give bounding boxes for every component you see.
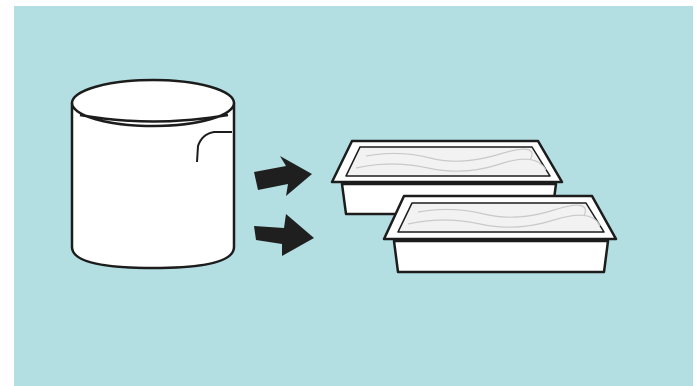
arrow-upper — [254, 156, 312, 196]
bucket-body — [72, 103, 234, 268]
tray-front-inner — [398, 203, 604, 232]
tray-icon — [384, 196, 616, 272]
arrow-right-icon — [254, 156, 312, 196]
arrow-lower — [254, 214, 314, 256]
bucket-rim — [72, 80, 234, 126]
tray-front-body — [394, 241, 608, 272]
arrow-right-icon — [254, 214, 314, 256]
bucket-icon — [72, 80, 234, 268]
